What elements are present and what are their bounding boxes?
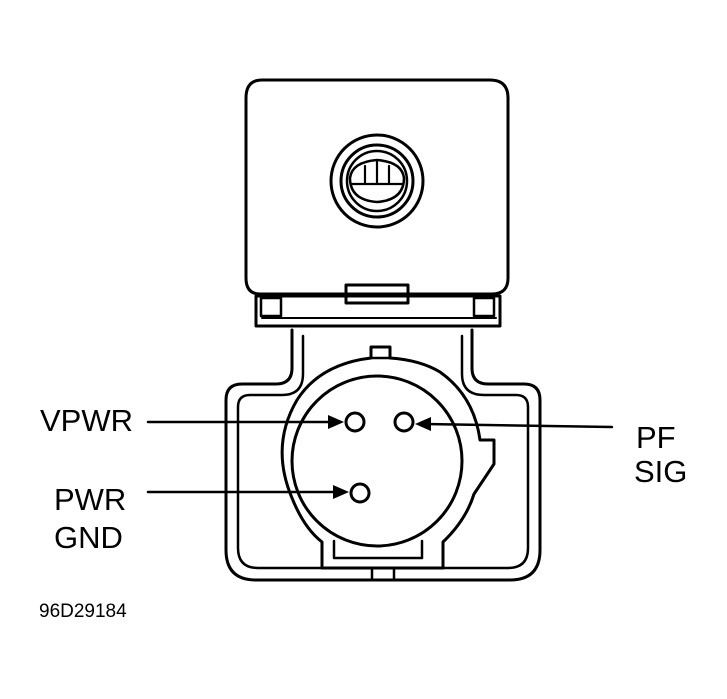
pin-pf-sig <box>393 411 415 433</box>
vent-port-slots <box>350 160 404 186</box>
vent-port-inner-ring <box>345 149 409 213</box>
leader-pf-sig <box>422 422 614 429</box>
bottom-tab <box>370 566 396 582</box>
label-sig: SIG <box>634 454 688 489</box>
arrowhead-vpwr <box>328 415 344 429</box>
sensor-head-housing <box>244 78 510 296</box>
connector-shroud-outer <box>280 345 496 570</box>
arrowhead-pf-sig <box>415 417 431 431</box>
figure-id: 96D29184 <box>39 601 127 622</box>
label-vpwr: VPWR <box>40 403 133 438</box>
label-pwr: PWR <box>54 482 127 517</box>
label-pf: PF <box>636 420 676 455</box>
connector-shroud-inner <box>290 374 464 548</box>
vent-port-mid-ring <box>339 143 415 219</box>
mounting-flange <box>254 294 502 328</box>
arrowhead-pwr-gnd <box>333 485 349 499</box>
flange-right-screw <box>472 296 496 318</box>
label-gnd: GND <box>54 520 123 555</box>
pin-pwr-gnd <box>349 482 371 504</box>
pin-vpwr <box>344 411 366 433</box>
vent-port-cap <box>348 158 406 204</box>
vent-port-outer-ring <box>329 133 425 229</box>
flange-left-screw <box>259 296 283 318</box>
connector-inner-ledge <box>332 539 424 560</box>
flange-center-tab <box>344 283 410 305</box>
